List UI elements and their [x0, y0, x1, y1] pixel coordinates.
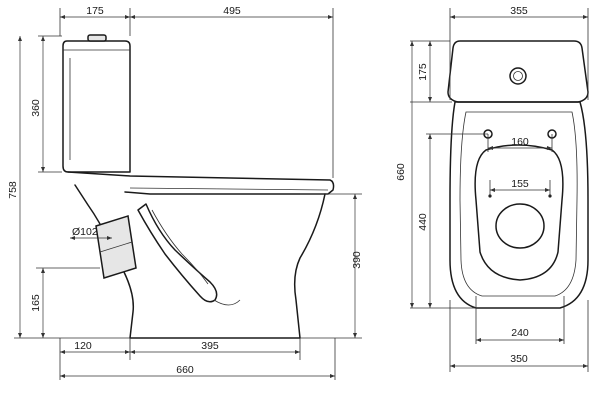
- dimension-arrowhead: [328, 15, 333, 19]
- outlet-centerline: [99, 241, 133, 253]
- dimension-arrowhead: [130, 350, 135, 354]
- dim-outlet-offset-label: 120: [74, 340, 92, 352]
- dimension-arrowhead: [488, 146, 493, 150]
- dim-bowl-height-label: 390: [351, 251, 363, 269]
- dim-bolt-spacing-rear-label: 160: [511, 136, 529, 148]
- trapway: [137, 203, 218, 303]
- dim-seat-length-label: 440: [417, 213, 429, 231]
- dimension-arrowhead: [330, 374, 335, 378]
- dimension-arrowhead: [125, 15, 130, 19]
- flush-button: [87, 34, 107, 42]
- dimension-arrowhead: [353, 333, 357, 338]
- dimension-arrowhead: [60, 374, 65, 378]
- dimension-arrowhead: [428, 41, 432, 46]
- dimension-arrowhead: [18, 333, 22, 338]
- dimension-arrowhead: [490, 188, 495, 192]
- dimension-arrowhead: [353, 194, 357, 199]
- dimension-arrowhead: [70, 236, 75, 240]
- trapway-inner: [151, 209, 209, 285]
- dimension-arrowhead: [450, 15, 455, 19]
- dim-bolt-spacing-front-label: 155: [511, 178, 529, 190]
- seat-top-outline: [459, 111, 578, 297]
- top-view: 355 175 660 440 160 155 240 350: [395, 5, 589, 372]
- dim-tank-height-label: 360: [30, 99, 42, 117]
- dim-outlet-diameter-label: Ø102: [72, 226, 98, 238]
- dimension-arrowhead: [547, 146, 552, 150]
- dimension-arrowhead: [295, 350, 300, 354]
- bowl-top-outline: [449, 101, 589, 309]
- flush-button-inner: [513, 71, 523, 81]
- water-line: [213, 299, 241, 306]
- dimension-arrowhead: [428, 303, 432, 308]
- dimension-arrowhead: [428, 134, 432, 139]
- dimension-arrowhead: [410, 303, 414, 308]
- dimension-arrowhead: [583, 15, 588, 19]
- dimension-arrowhead: [107, 236, 112, 240]
- dimension-arrowhead: [450, 364, 455, 368]
- dim-total-length-label: 660: [176, 364, 194, 376]
- dim-tank-depth-label: 175: [86, 5, 104, 17]
- dim-base-length-label: 395: [201, 340, 219, 352]
- dimension-arrowhead: [476, 338, 481, 342]
- dimension-arrowhead: [428, 97, 432, 102]
- dimension-arrowhead: [41, 167, 45, 172]
- dimension-arrowhead: [583, 364, 588, 368]
- rim-line: [129, 187, 329, 191]
- dimension-arrowhead: [545, 188, 550, 192]
- dimension-arrowhead: [559, 338, 564, 342]
- seat-outline: [67, 171, 335, 195]
- dimension-arrowhead: [60, 15, 65, 19]
- dimension-arrowhead: [130, 15, 135, 19]
- dim-total-height-label: 758: [7, 181, 19, 199]
- dim-base-width-label: 240: [511, 327, 529, 339]
- dim-total-length-top-label: 660: [395, 163, 407, 181]
- dim-top-right-label: 495: [223, 5, 241, 17]
- dim-bowl-width-label: 350: [510, 353, 528, 365]
- dim-outlet-height-label: 165: [30, 294, 42, 312]
- drain-hole: [495, 203, 545, 249]
- dim-tank-depth-top-label: 175: [417, 63, 429, 81]
- flush-button-outer: [509, 67, 527, 85]
- dimension-arrowhead: [410, 41, 414, 46]
- dimension-arrowhead: [18, 36, 22, 41]
- dimension-arrowhead: [41, 36, 45, 41]
- tank-outline: [62, 40, 131, 173]
- dim-total-width-label: 355: [510, 5, 528, 17]
- bowl-opening: [474, 144, 564, 281]
- dimension-arrowhead: [41, 333, 45, 338]
- dimension-arrowhead: [60, 350, 65, 354]
- side-view: 175 495 360 758 Ø102 165 390 120 395 660: [7, 5, 363, 380]
- dimension-arrowhead: [41, 268, 45, 273]
- dimension-arrowhead: [125, 350, 130, 354]
